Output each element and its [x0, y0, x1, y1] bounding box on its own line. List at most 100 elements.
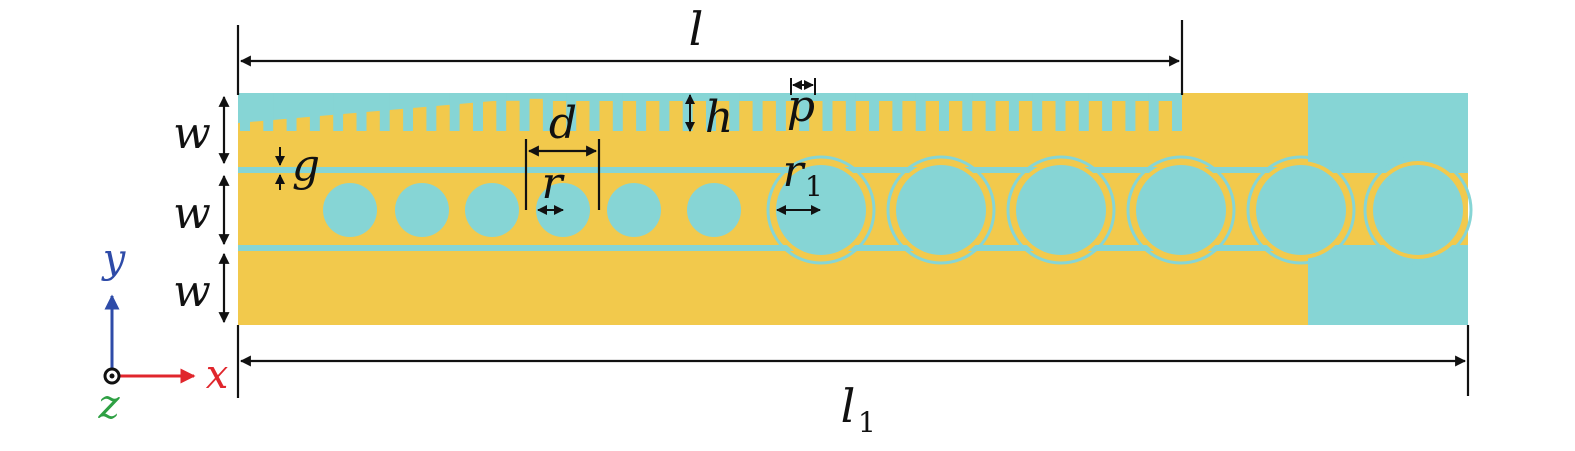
grating-slot: [240, 93, 250, 131]
small-hole: [687, 183, 741, 237]
large-hole-outline: [1363, 155, 1473, 265]
corrugated-grating: [238, 93, 1182, 131]
grating-slot: [962, 93, 973, 131]
upper-slot-line: [238, 167, 1468, 173]
label-l: l: [689, 2, 704, 56]
dimension-d: d: [524, 98, 601, 210]
dimension-g: g: [275, 140, 320, 191]
grating-slot: [403, 93, 414, 131]
label-g: g: [292, 140, 320, 191]
grating-slot: [426, 93, 437, 131]
large-hole: [776, 165, 866, 255]
grating-slot: [1032, 93, 1043, 131]
grating-slot: [286, 93, 297, 131]
large-hole: [1373, 165, 1463, 255]
grating-tooth: [506, 100, 520, 131]
grating-slot: [939, 93, 949, 131]
grating-slot: [822, 93, 833, 131]
grating-slot: [985, 93, 996, 131]
grating-slot: [496, 93, 507, 131]
dimension-l1: l 1: [236, 325, 1470, 439]
axis-label-z: z: [97, 382, 120, 428]
lower-slot-line: [238, 245, 1468, 251]
grating-slot: [1125, 93, 1136, 131]
large-hole: [1016, 165, 1106, 255]
grating-tooth: [319, 116, 334, 131]
grating-tooth: [436, 106, 450, 131]
label-r: r: [541, 158, 565, 209]
dimension-w-top: w: [173, 95, 230, 165]
label-w-bot: w: [173, 266, 211, 317]
grating-slot: [309, 93, 320, 131]
grating-tooth: [250, 123, 264, 131]
grating-slot: [1148, 93, 1159, 131]
large-hole-outline: [1246, 155, 1356, 265]
grating-slot: [706, 93, 716, 131]
grating-tooth: [343, 114, 357, 131]
large-hole: [896, 165, 986, 255]
large-hole-outline: [886, 155, 996, 265]
grating-slot: [799, 93, 810, 131]
grating-slot: [659, 93, 670, 131]
large-hole-outline: [1126, 155, 1236, 265]
grating-slot: [1055, 93, 1066, 131]
small-hole: [607, 183, 661, 237]
z-axis-origin-dot: [109, 373, 115, 379]
large-hole: [1136, 165, 1226, 255]
grating-slot: [845, 93, 856, 131]
grating-slot: [542, 93, 553, 131]
dimension-h: h: [685, 92, 733, 143]
grating-slot: [1078, 93, 1089, 131]
grating-slot: [636, 93, 647, 131]
grating-slot: [892, 93, 903, 131]
dimension-r1: r 1: [776, 146, 823, 215]
small-hole: [395, 183, 449, 237]
grating-slot: [449, 93, 460, 131]
grating-slot: [612, 93, 623, 131]
grating-slot: [752, 93, 763, 131]
label-w-mid: w: [173, 188, 211, 239]
grating-tooth: [389, 110, 404, 131]
waveguide-structure: [238, 93, 1473, 325]
grating-slot: [869, 93, 880, 131]
grating-slot: [589, 93, 600, 131]
grating-slot: [1102, 93, 1113, 131]
grating-slot: [915, 93, 926, 131]
coordinate-axes: y x z: [97, 236, 228, 428]
grating-tooth: [459, 104, 473, 131]
circular-holes: [323, 155, 1473, 265]
label-p: p: [787, 81, 815, 132]
large-hole-outline: [766, 155, 876, 265]
grating-slot: [1172, 93, 1182, 131]
label-l1-subscript: 1: [858, 406, 876, 439]
small-hole: [465, 183, 519, 237]
grating-slot: [729, 93, 740, 131]
label-r1-subscript: 1: [805, 170, 823, 203]
grating-slot: [333, 93, 344, 131]
dimension-w-mid: w: [173, 174, 230, 246]
grating-tooth: [413, 108, 427, 131]
label-d: d: [549, 98, 577, 149]
grating-slot: [473, 93, 483, 131]
grating-slot: [379, 93, 390, 131]
label-w-top: w: [173, 108, 211, 159]
large-hole: [1256, 165, 1346, 255]
grating-slot: [566, 93, 577, 131]
grating-slot: [775, 93, 786, 131]
label-l1: l: [841, 379, 856, 433]
dimension-w-bot: w: [173, 252, 230, 324]
large-hole-outline: [1006, 155, 1116, 265]
dimension-l: l: [236, 2, 1184, 95]
grating-tooth: [529, 98, 543, 131]
grating-slot: [519, 93, 530, 131]
grating-slot: [356, 93, 367, 131]
grating-slot: [682, 93, 693, 131]
grating-tooth: [273, 121, 287, 131]
grating-tooth: [366, 112, 380, 131]
grating-slot: [263, 93, 274, 131]
axis-label-x: x: [206, 352, 229, 398]
grating-tooth: [296, 119, 310, 131]
label-r1: r: [782, 146, 806, 197]
dimension-r: r: [537, 158, 565, 215]
